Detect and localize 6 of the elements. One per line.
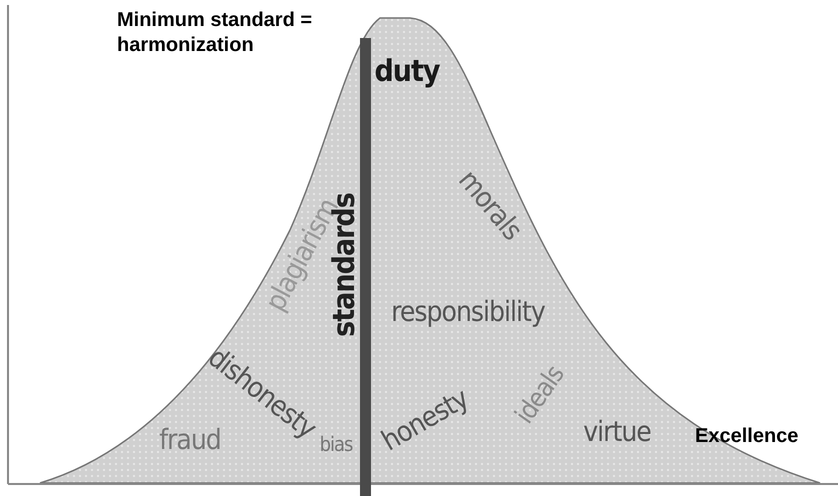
word-label: duty	[374, 57, 440, 87]
word-label: bias	[320, 434, 352, 454]
word-label: responsibility	[391, 298, 545, 326]
word-label: virtue	[583, 418, 651, 446]
axis-label: Excellence	[695, 424, 798, 449]
annotation-text: Minimum standard = harmonization	[117, 8, 314, 58]
